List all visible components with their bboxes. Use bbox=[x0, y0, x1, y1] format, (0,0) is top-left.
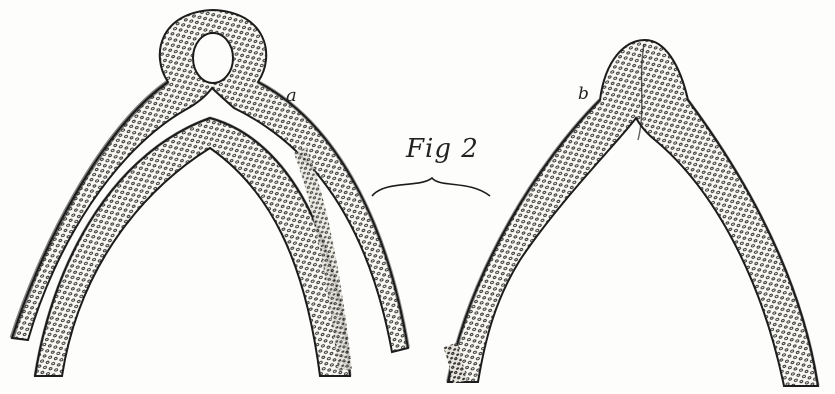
specimen-a-inner bbox=[35, 118, 350, 376]
specimen-a-label: a bbox=[286, 85, 297, 106]
caption-brace bbox=[372, 178, 490, 196]
figure-caption: Fig 2 bbox=[406, 134, 479, 164]
specimen-b-label: b bbox=[578, 84, 589, 104]
specimen-b bbox=[448, 40, 818, 386]
